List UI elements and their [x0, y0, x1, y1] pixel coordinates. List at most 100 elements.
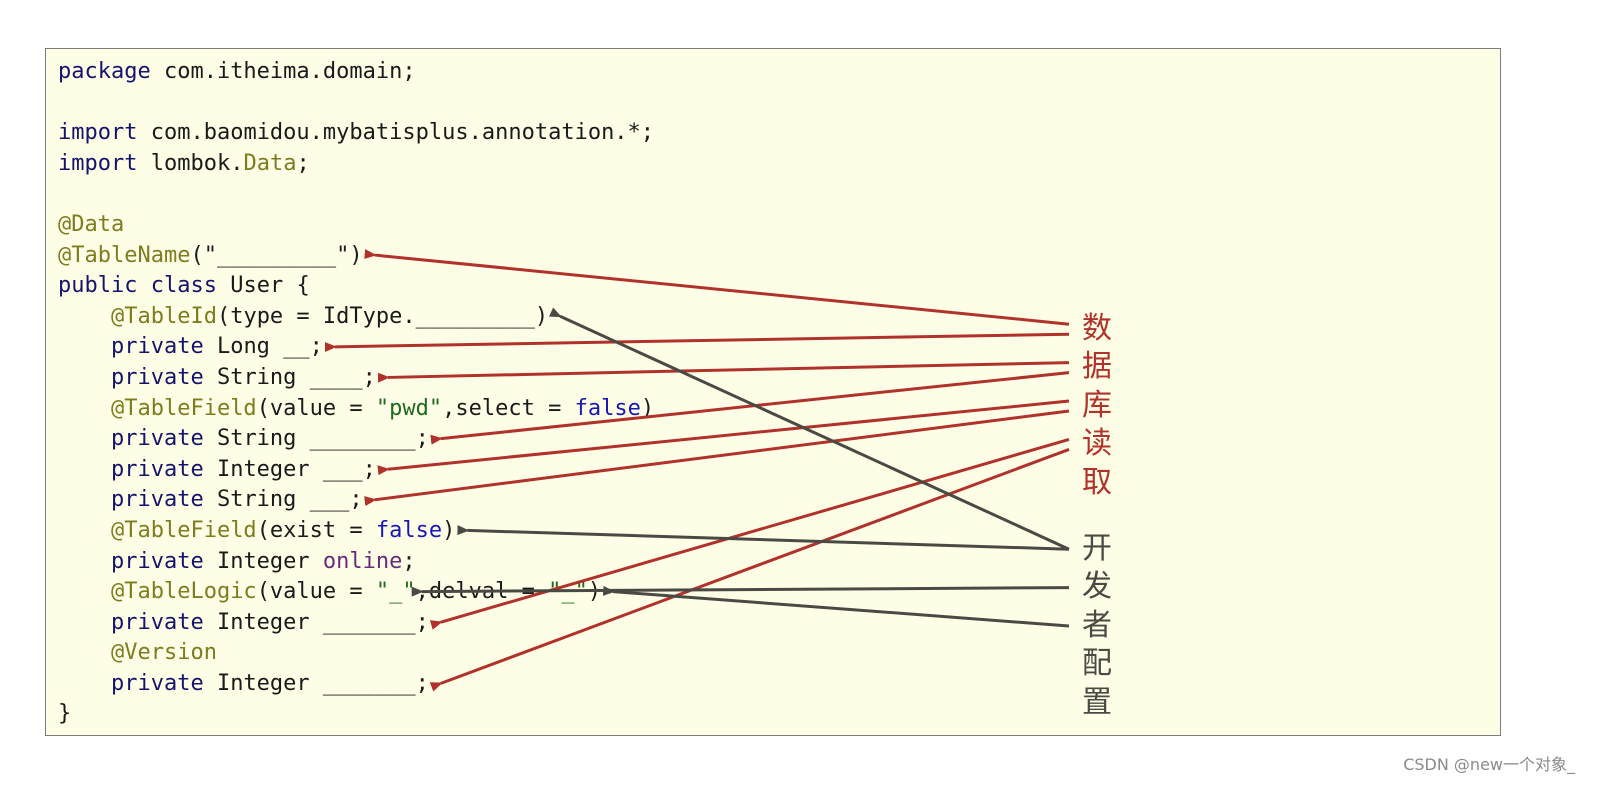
code-panel: package com.itheima.domain; import com.b… — [45, 48, 1501, 736]
code-token-plain: Integer ___; — [203, 456, 376, 482]
code-line: private String ________; — [58, 424, 654, 455]
code-token-kw: class — [150, 273, 217, 299]
label-char: 库 — [1082, 387, 1112, 423]
code-line: public class User { — [58, 271, 654, 302]
code-token-plain: lombok. — [137, 150, 244, 176]
code-token-bool: false — [574, 395, 641, 421]
database-read-label: 数据库读取 — [1077, 310, 1117, 502]
code-token-plain: String ____; — [203, 364, 376, 390]
label-char: 者 — [1082, 607, 1112, 643]
code-token-ann: @TableLogic — [110, 579, 257, 605]
code-token-plain: ,select = — [442, 395, 575, 421]
code-token-plain: User { — [216, 273, 310, 299]
code-token-kw: import — [58, 150, 138, 176]
code-token-kw: private — [110, 426, 204, 452]
code-token-plain: String ___; — [203, 487, 363, 513]
code-token-plain: (type = IdType._________) — [216, 303, 549, 329]
code-token-ann: Data — [243, 150, 297, 176]
code-token-ann: @Version — [110, 640, 217, 666]
code-token-plain: ) — [640, 395, 655, 421]
code-token-plain — [58, 579, 111, 604]
code-token-plain — [58, 304, 111, 329]
code-token-plain — [58, 518, 111, 543]
code-line: private Integer online; — [58, 547, 654, 578]
code-token-plain: String ________; — [203, 426, 429, 452]
code-token-kw: public — [58, 273, 138, 299]
code-token-kw: import — [58, 120, 138, 146]
code-token-ann: @TableField — [110, 395, 257, 421]
code-line: private String ___; — [58, 485, 654, 516]
code-token-plain: ; — [296, 150, 310, 176]
code-line — [58, 179, 654, 210]
code-token-plain: com.baomidou.mybatisplus.annotation.*; — [137, 120, 655, 146]
code-token-kw: private — [110, 670, 204, 696]
watermark: CSDN @new一个对象_ — [1403, 755, 1575, 774]
code-line: private Integer _______; — [58, 669, 654, 700]
code-token-plain: (value = — [256, 395, 376, 421]
code-token-plain: (exist = — [256, 517, 376, 543]
code-token-kw: private — [110, 456, 204, 482]
code-line: @TableLogic(value = "_",delval = "_") — [58, 577, 654, 608]
code-token-plain — [58, 487, 111, 512]
code-line: private String ____; — [58, 363, 654, 394]
code-token-plain — [58, 640, 111, 665]
code-token-plain: ; — [402, 548, 416, 574]
code-line: import lombok.Data; — [58, 149, 654, 180]
code-token-plain: com.itheima.domain; — [150, 59, 416, 84]
label-char: 置 — [1082, 684, 1112, 720]
code-token-field: online — [322, 548, 403, 574]
code-line: @TableField(value = "pwd",select = false… — [58, 394, 654, 425]
code-line: package com.itheima.domain; — [58, 57, 654, 88]
code-token-plain — [58, 671, 111, 696]
code-token-plain: ) — [442, 517, 456, 543]
label-char: 开 — [1082, 531, 1112, 566]
code-token-plain: Integer _______; — [203, 670, 429, 696]
code-token-kw: private — [110, 364, 204, 390]
code-token-plain — [58, 365, 111, 390]
code-line: import com.baomidou.mybatisplus.annotati… — [58, 118, 654, 149]
code-token-plain: ) — [587, 579, 602, 605]
code-token-plain: (value = — [256, 579, 376, 605]
code-line: @TableField(exist = false) — [58, 516, 654, 547]
code-token-plain — [58, 610, 111, 635]
code-token-ann: @TableField — [110, 517, 257, 543]
code-line: private Integer ___; — [58, 455, 654, 486]
code-token-plain: ,delval = — [415, 579, 549, 605]
code-line: private Long __; — [58, 332, 654, 363]
code-token-ann: @Data — [58, 211, 125, 237]
developer-config-label: 开发者配置 — [1077, 530, 1117, 722]
code-listing: package com.itheima.domain; import com.b… — [58, 57, 654, 730]
code-token-plain — [58, 457, 111, 482]
label-char: 数 — [1082, 311, 1112, 346]
label-char: 发 — [1082, 569, 1112, 605]
code-token-plain: ("_________") — [190, 242, 363, 268]
code-token-kw: private — [110, 609, 204, 635]
code-token-plain — [58, 334, 111, 359]
code-token-plain — [58, 396, 111, 421]
code-token-plain: Integer — [203, 548, 323, 574]
code-token-plain: Integer _______; — [203, 609, 429, 635]
code-token-plain: Long __; — [203, 334, 323, 360]
code-token-str: "_" — [375, 579, 416, 605]
code-token-plain — [58, 549, 111, 574]
code-line: @TableId(type = IdType._________) — [58, 302, 654, 333]
code-token-str: "_" — [548, 579, 588, 605]
code-token-bool: false — [375, 517, 443, 543]
code-token-kw: private — [110, 548, 204, 574]
code-token-plain — [137, 273, 150, 298]
code-line: @Version — [58, 638, 654, 669]
code-token-ann: @TableId — [110, 303, 217, 329]
code-token-kw: private — [110, 487, 204, 513]
code-line: } — [58, 699, 654, 730]
code-line: @Data — [58, 210, 654, 241]
code-token-kw: package — [58, 59, 151, 84]
code-line — [58, 88, 654, 119]
code-token-kw: private — [110, 334, 204, 360]
code-token-plain: } — [58, 701, 72, 727]
label-char: 取 — [1082, 464, 1112, 500]
label-char: 据 — [1082, 349, 1112, 385]
code-token-str: "pwd" — [375, 395, 443, 421]
code-token-plain — [58, 426, 111, 451]
code-line: private Integer _______; — [58, 608, 654, 639]
label-char: 配 — [1082, 646, 1112, 682]
